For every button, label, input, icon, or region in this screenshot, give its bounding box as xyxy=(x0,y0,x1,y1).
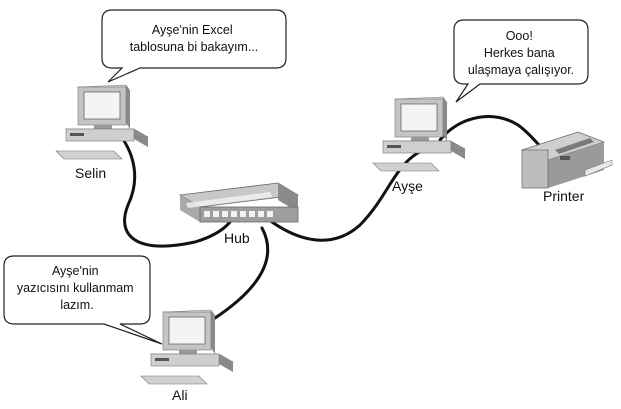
bubble-selin-line-1: Ayşe'nin Excel xyxy=(152,23,233,37)
bubble-ali-line-2: yazıcısını kullanmam xyxy=(17,281,134,295)
computer-ali xyxy=(140,309,234,385)
label-hub: Hub xyxy=(224,230,250,246)
label-ali: Ali xyxy=(172,387,188,403)
bubble-selin-line-2: tablosuna bi bakayım... xyxy=(130,40,259,54)
hub xyxy=(178,182,300,223)
bubble-ayse-line-3: ulaşmaya çalışıyor. xyxy=(468,63,574,77)
computer-selin xyxy=(55,84,149,160)
bubble-ayse-line-2: Herkes bana xyxy=(484,46,555,60)
svg-text:Ayşe'nin Excel tablosuna: Ayşe'nin Excel tablosuna bi bakayım... xyxy=(130,23,259,54)
speech-bubble-ali: Ayşe'nin yazıcısını kullanmam lazım. xyxy=(3,255,163,345)
bubble-ali-line-1: Ayşe'nin xyxy=(52,264,99,278)
cable-selin-hub xyxy=(118,133,232,248)
speech-bubble-selin: Ayşe'nin Excel tablosuna bi bakayım... xyxy=(101,9,287,83)
label-selin: Selin xyxy=(75,165,106,181)
bubble-ali-line-3: lazım. xyxy=(60,298,93,312)
computer-ayse xyxy=(372,96,466,172)
printer xyxy=(520,131,613,189)
label-printer: Printer xyxy=(543,188,585,204)
svg-text:Ooo! Herkes bana u: Ooo! Herkes bana ulaşmaya çalışıyor. xyxy=(468,29,574,77)
cable-ayse-printer xyxy=(438,115,542,148)
cables xyxy=(118,115,542,320)
svg-text:Ayşe'nin yazıcısını kull: Ayşe'nin yazıcısını kullanmam lazım. xyxy=(17,264,137,312)
cable-hub-ali xyxy=(213,226,270,320)
speech-bubble-ayse: Ooo! Herkes bana ulaşmaya çalışıyor. xyxy=(453,19,589,103)
bubble-ayse-line-1: Ooo! xyxy=(506,29,533,43)
label-ayse: Ayşe xyxy=(392,178,423,194)
